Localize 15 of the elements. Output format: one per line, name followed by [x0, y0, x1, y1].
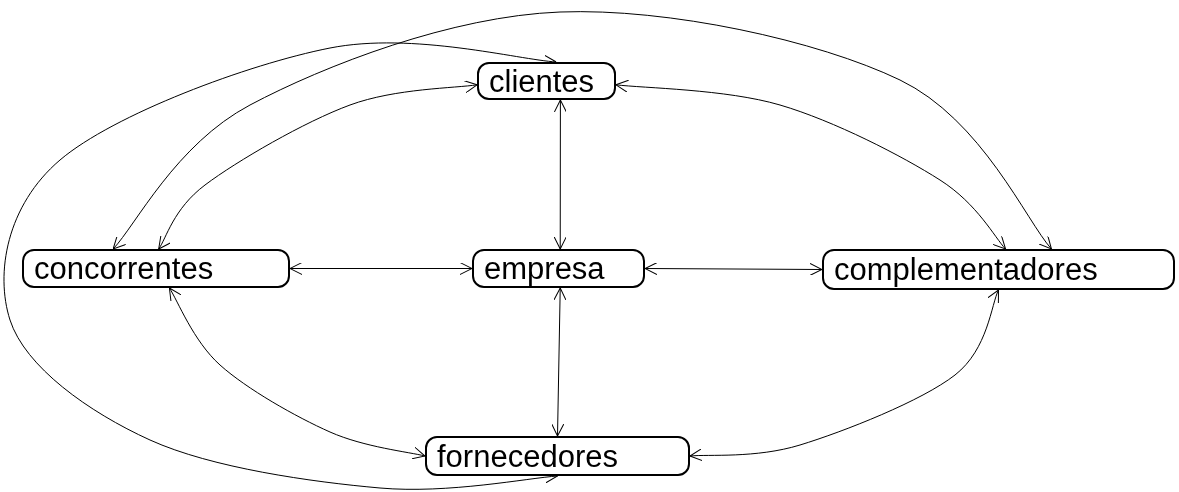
double-arrow [3, 42, 558, 490]
node-box: clientes [477, 62, 616, 100]
double-arrow [158, 79, 478, 250]
double-arrow [644, 262, 823, 276]
double-arrow [553, 99, 567, 250]
node-box: concorrentes [22, 249, 290, 288]
node-box: fornecedores [425, 436, 690, 476]
double-arrow [168, 287, 426, 460]
double-arrow [289, 262, 473, 275]
double-arrow [551, 287, 567, 437]
node-box: complementadores [822, 249, 1175, 290]
double-arrow [615, 79, 1007, 250]
double-arrow [112, 11, 1052, 250]
double-arrow [689, 289, 1000, 462]
node-box: empresa [472, 249, 645, 288]
